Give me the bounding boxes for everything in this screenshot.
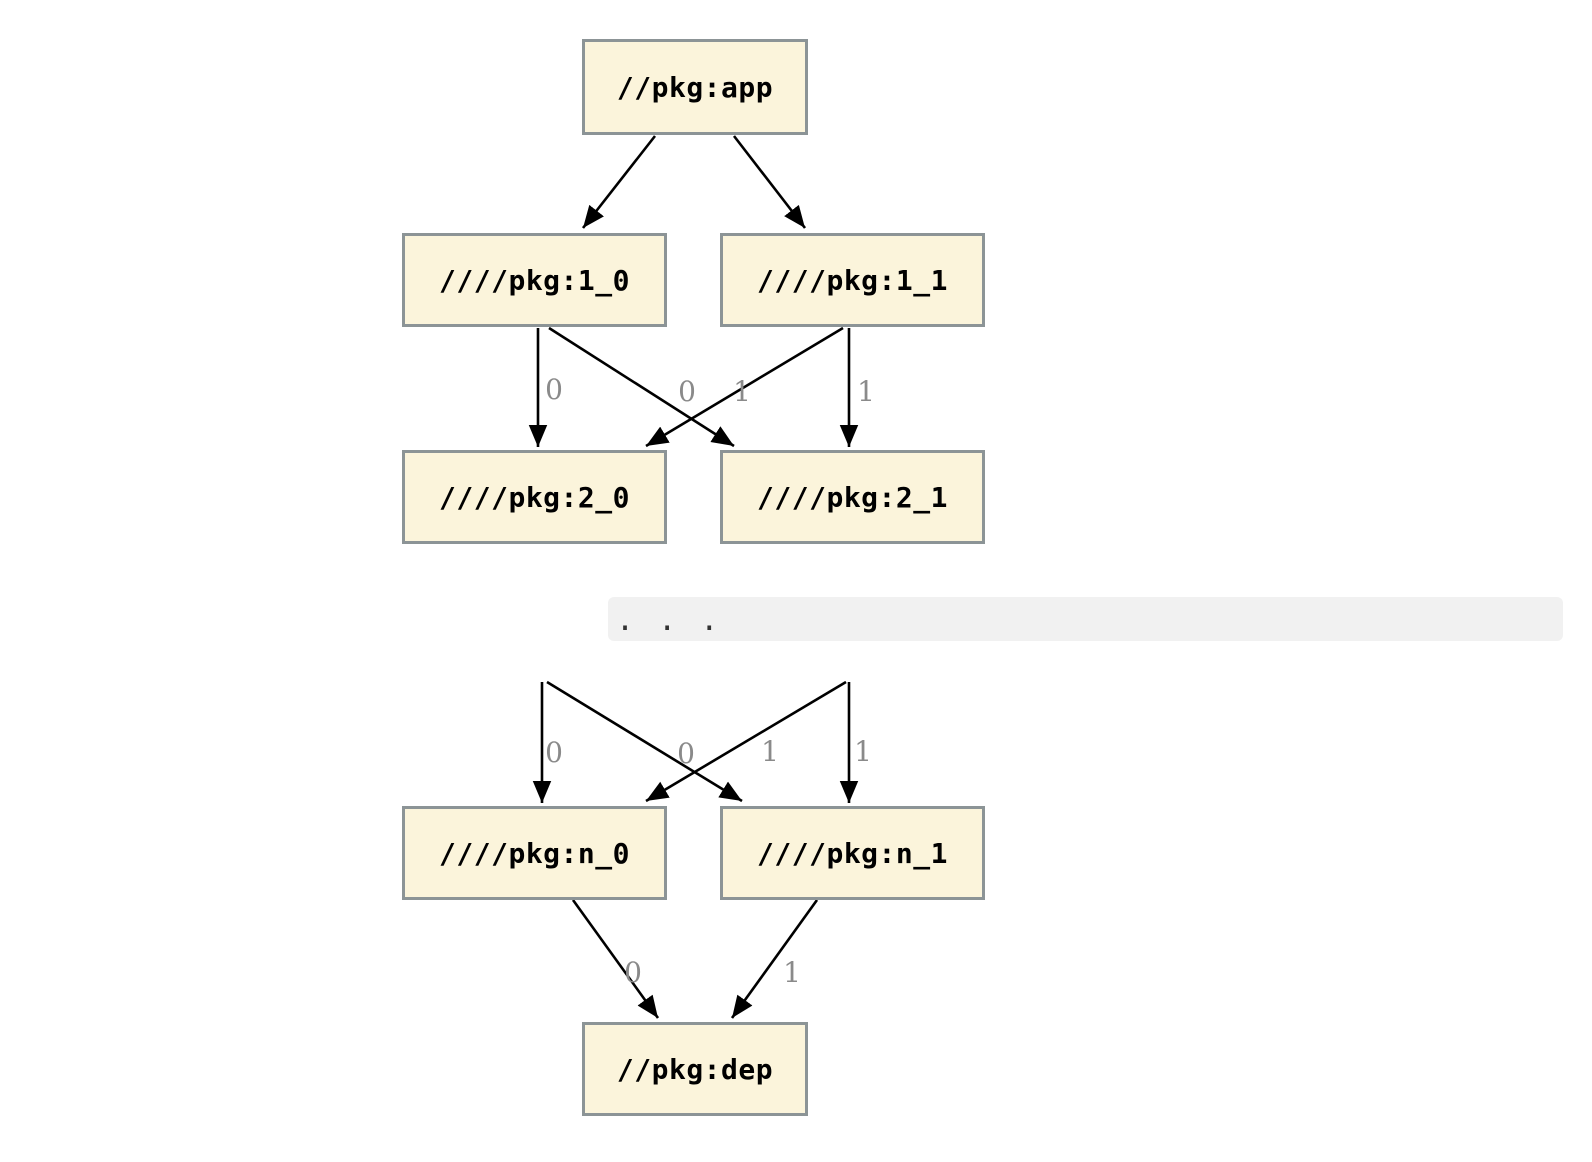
edge-label-ellipsis-to-n-1: 1 <box>761 735 779 768</box>
edge-app-to-1-1 <box>732 135 807 229</box>
edge-label-1-1-to-2-0: 0 <box>678 375 696 408</box>
edge-label-1-0-to-2-0: 0 <box>545 373 563 406</box>
edge-ellipsis-cross-to-n-0 <box>645 680 847 803</box>
edge-label-ellipsis-to-n-0: 0 <box>545 736 563 769</box>
node-pkg-n-1: ////pkg:n_1 <box>720 806 985 900</box>
ellipsis-band <box>608 597 1563 641</box>
edge-label-n-1-to-dep: 1 <box>783 956 801 989</box>
ellipsis-dots: . . . <box>616 603 722 638</box>
edge-label-1-0-to-2-1: 1 <box>733 375 751 408</box>
node-pkg-n-0: ////pkg:n_0 <box>402 806 667 900</box>
edge-ellipsis-to-n-1 <box>546 680 743 803</box>
node-pkg-2-1: ////pkg:2_1 <box>720 450 985 544</box>
node-pkg-app: //pkg:app <box>582 39 808 135</box>
node-pkg-dep: //pkg:dep <box>582 1022 808 1116</box>
node-pkg-1-0: ////pkg:1_0 <box>402 233 667 327</box>
edge-n-0-to-dep <box>571 899 660 1019</box>
edge-n-1-to-dep <box>730 899 819 1019</box>
node-pkg-2-0: ////pkg:2_0 <box>402 450 667 544</box>
edge-label-1-1-to-2-1: 1 <box>857 375 875 408</box>
edge-app-to-1-0 <box>581 135 657 229</box>
edge-label-ellipsis-cross-to-n-1: 1 <box>854 735 872 768</box>
edge-label-n-0-to-dep: 0 <box>624 956 642 989</box>
edge-1-1-to-2-0 <box>645 326 844 448</box>
edge-1-0-to-2-1 <box>548 326 735 448</box>
edge-label-ellipsis-cross-to-n-0: 0 <box>677 737 695 770</box>
node-pkg-1-1: ////pkg:1_1 <box>720 233 985 327</box>
